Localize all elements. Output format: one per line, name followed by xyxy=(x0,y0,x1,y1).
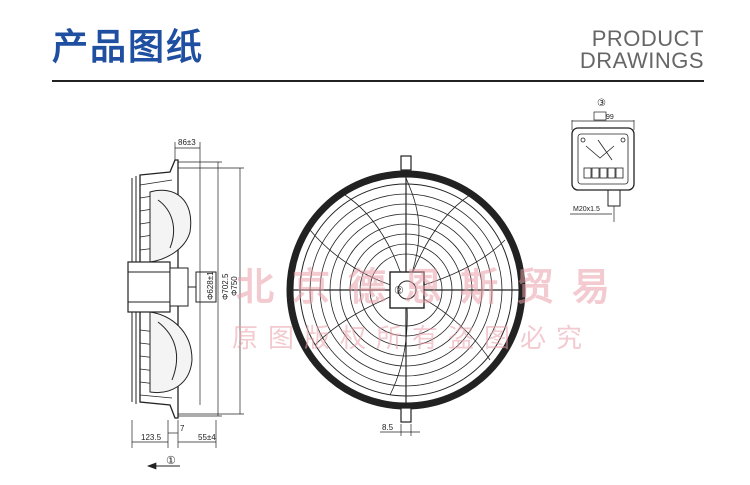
page-subtitle: PRODUCT DRAWINGS xyxy=(580,28,704,72)
page-title: 产品图纸 xyxy=(52,27,205,68)
side-view xyxy=(127,159,217,419)
subtitle-line-1: PRODUCT xyxy=(591,26,704,51)
front-dim-bottom: 8.5 xyxy=(382,423,394,432)
side-dim-d3: Φ750 xyxy=(230,276,239,296)
box-view-marker: ③ xyxy=(597,98,606,109)
side-view-dimensions xyxy=(131,142,244,470)
header-divider xyxy=(52,80,704,82)
front-view-marker: ② xyxy=(394,285,404,297)
side-view-marker: ① xyxy=(166,455,176,467)
side-dim-bottom-left: 123.5 xyxy=(141,433,162,442)
side-dim-d1: Φ628±1 xyxy=(206,271,215,300)
subtitle-line-2: DRAWINGS xyxy=(579,48,704,73)
side-dim-top: 86±3 xyxy=(178,138,196,147)
box-dim-top: 99 xyxy=(606,114,614,121)
terminal-box-view xyxy=(570,111,635,222)
side-dim-bottom-right: 55±4 xyxy=(198,433,216,442)
side-dim-bottom-mid: 7 xyxy=(180,424,185,433)
front-view xyxy=(286,155,526,436)
box-cable-label: M20x1.5 xyxy=(573,206,600,213)
side-dim-d2: Φ702.5 xyxy=(221,273,230,300)
